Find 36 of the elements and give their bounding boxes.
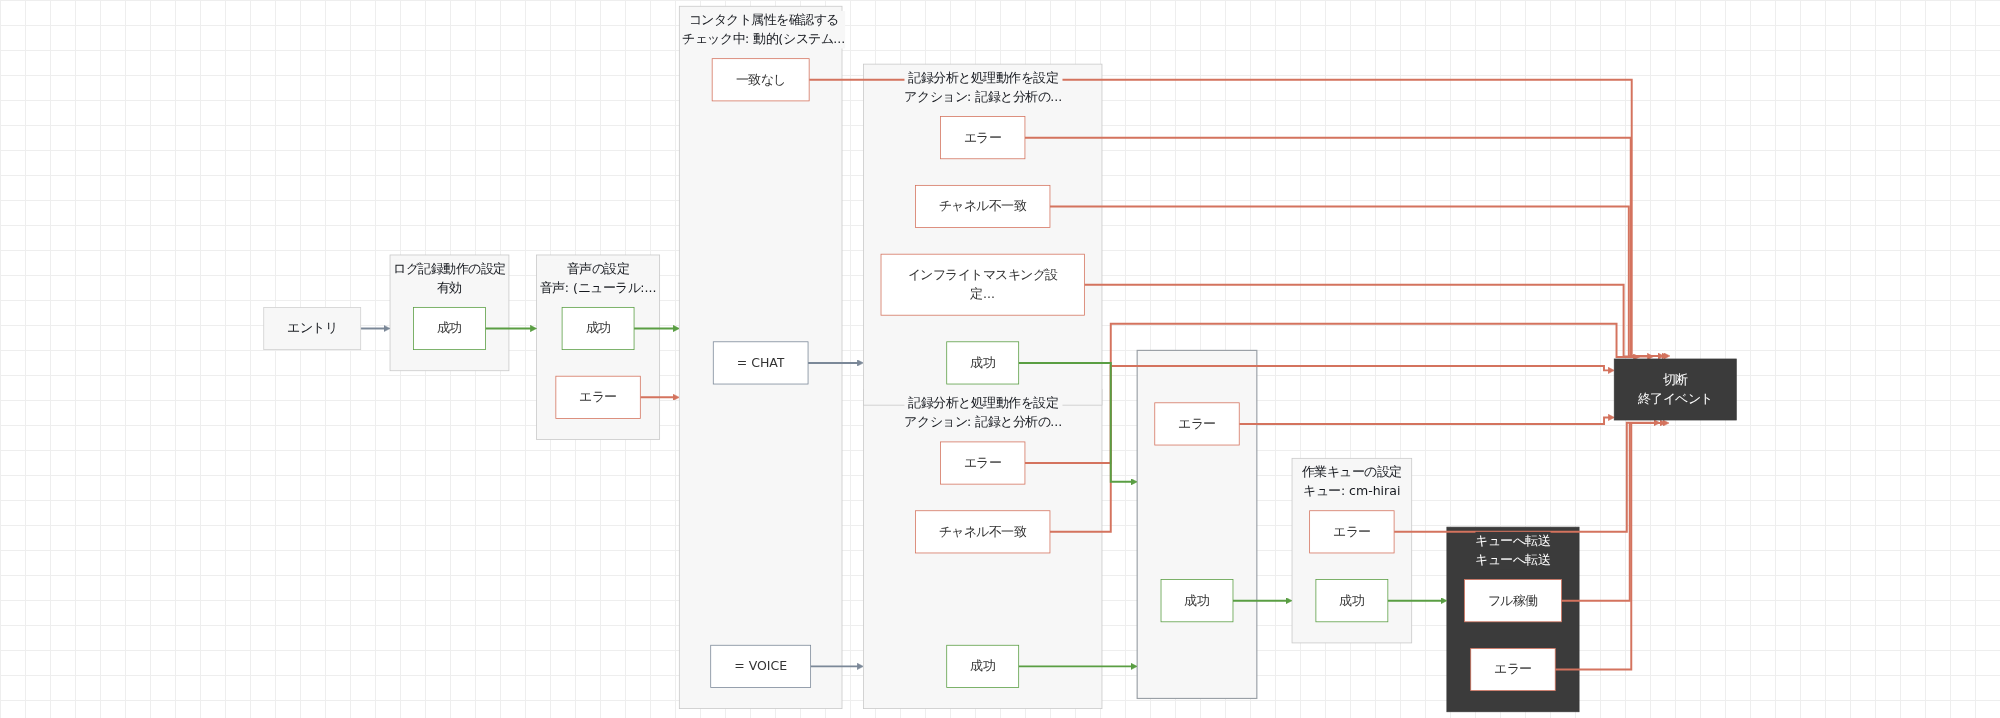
node-box: 一致なし <box>711 58 810 102</box>
node-box: エラー <box>940 441 1026 485</box>
arrow <box>1083 283 1654 360</box>
arrow <box>809 662 864 670</box>
node-box: 成功 <box>413 307 486 350</box>
node-box: 成功 <box>1160 579 1234 623</box>
node-box: エラー <box>555 375 641 419</box>
arrow <box>1554 419 1670 671</box>
arrow <box>1049 205 1665 360</box>
node-box: = CHAT <box>712 341 809 385</box>
node-box: エラー <box>1470 648 1556 691</box>
arrow <box>1232 597 1293 605</box>
node-box: エラー <box>1309 510 1395 554</box>
arrow <box>1238 414 1615 425</box>
arrow <box>1017 662 1138 670</box>
node-box: 成功 <box>1315 579 1389 623</box>
arrow <box>1386 597 1448 605</box>
arrow <box>639 393 680 401</box>
arrow <box>807 359 864 367</box>
arrow <box>633 325 680 332</box>
node-box: 切断 終了イベント <box>1613 358 1737 421</box>
node-box: エラー <box>1154 402 1240 446</box>
node-box: 成功 <box>946 341 1020 385</box>
node-box: チャネル不一致 <box>915 510 1051 554</box>
node-box: インフライトマスキング設定... <box>880 253 1085 316</box>
node-box: フル稼働 <box>1464 579 1562 623</box>
arrow <box>1017 361 1138 486</box>
node-box: = VOICE <box>710 644 811 688</box>
node-box: 成功 <box>561 307 635 350</box>
node-box: チャネル不一致 <box>915 185 1051 228</box>
node-box: 成功 <box>946 644 1020 688</box>
arrow <box>359 325 391 332</box>
arrow <box>484 325 537 332</box>
node-box: エラー <box>940 116 1026 160</box>
node-box: エントリ <box>263 307 362 350</box>
cluster <box>1136 349 1258 700</box>
